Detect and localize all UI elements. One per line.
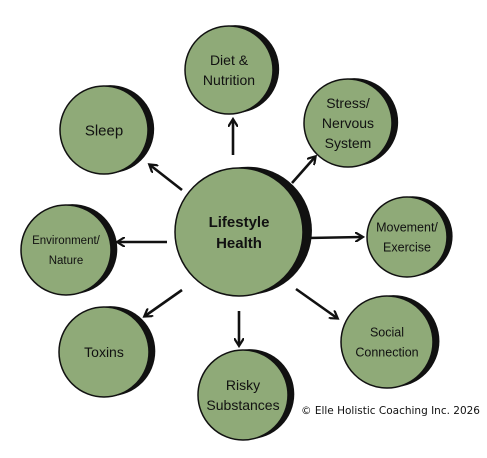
node-sleep: Sleep [59,85,155,175]
node-environment-nature-label-line: Environment/ [32,235,101,247]
node-movement-exercise-circle [366,196,448,278]
node-environment-nature: Environment/Nature [20,204,118,296]
node-stress-nervous-system-label-line: Nervous [322,115,374,131]
node-diet-nutrition-circle [184,25,274,115]
node-social-connection-circle [340,295,434,389]
node-diet-nutrition-label-line: Diet & [210,52,249,68]
bubbles-layer: Diet &NutritionStress/NervousSystemMovem… [20,25,453,441]
node-diet-nutrition-label-line: Nutrition [203,72,255,88]
node-risky-substances-circle [197,349,289,441]
node-environment-nature-label-line: Nature [49,255,84,267]
node-movement-exercise: Movement/Exercise [366,196,453,278]
node-toxins: Toxins [58,306,156,398]
arrow-to-movement-exercise [307,237,362,238]
node-risky-substances-label-line: Substances [206,397,279,413]
node-social-connection-label-line: Social [370,325,404,339]
node-stress-nervous-system-label-line: System [325,135,372,151]
arrow-to-stress-nervous-system [291,157,315,184]
node-stress-nervous-system-circle [303,78,393,168]
arrows-layer [118,120,362,345]
center-lifestyle-health-circle [174,167,304,297]
copyright-text: © Elle Holistic Coaching Inc. 2026 [301,405,480,417]
node-environment-nature-circle [20,204,112,296]
center-lifestyle-health-label-line: Lifestyle [209,214,270,231]
node-stress-nervous-system-label-line: Stress/ [326,95,370,111]
node-social-connection-label-line: Connection [355,345,418,359]
node-sleep-label-line: Sleep [85,122,123,139]
center-lifestyle-health-label-line: Health [216,235,262,252]
node-toxins-circle [58,306,150,398]
node-sleep-circle [59,85,149,175]
node-diet-nutrition: Diet & Nutrition [184,25,280,115]
arrow-to-social-connection [295,287,337,318]
node-movement-exercise-label-line: Exercise [383,240,431,254]
arrow-to-sleep [150,165,183,192]
node-risky-substances-label-line: Risky [226,377,260,393]
node-movement-exercise-label-line: Movement/ [376,220,438,234]
arrow-to-toxins [145,288,183,316]
node-toxins-label-line: Toxins [84,344,124,360]
